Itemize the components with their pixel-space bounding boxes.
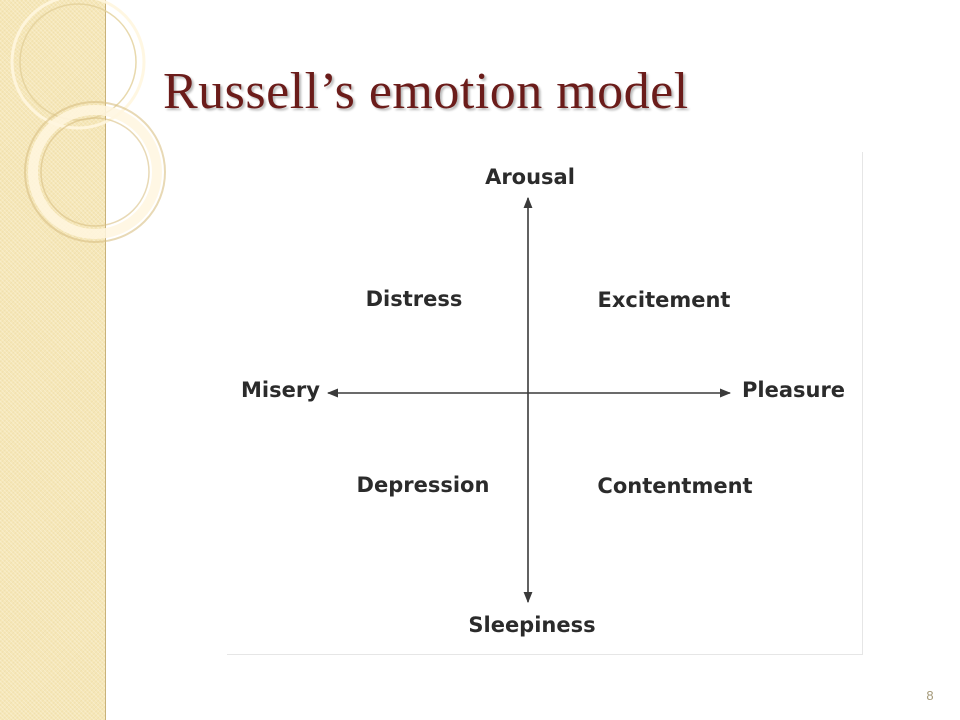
emotion-model-diagram: Arousal Sleepiness Misery Pleasure Distr… [227,152,863,655]
slide-title: Russell’s emotion model [163,63,689,120]
diagram-canvas: Arousal Sleepiness Misery Pleasure Distr… [241,165,845,637]
quadrant-label-contentment: Contentment [597,474,752,498]
axis-label-misery: Misery [241,378,320,402]
axis-label-pleasure: Pleasure [742,378,845,402]
quadrant-label-excitement: Excitement [598,288,731,312]
decorative-rings [10,0,166,243]
quadrant-label-distress: Distress [366,287,463,311]
axis-label-sleepiness: Sleepiness [468,613,595,637]
page-number: 8 [926,688,934,703]
axis-label-arousal: Arousal [485,165,575,189]
side-decoration-strip [0,0,106,720]
quadrant-label-depression: Depression [357,473,490,497]
